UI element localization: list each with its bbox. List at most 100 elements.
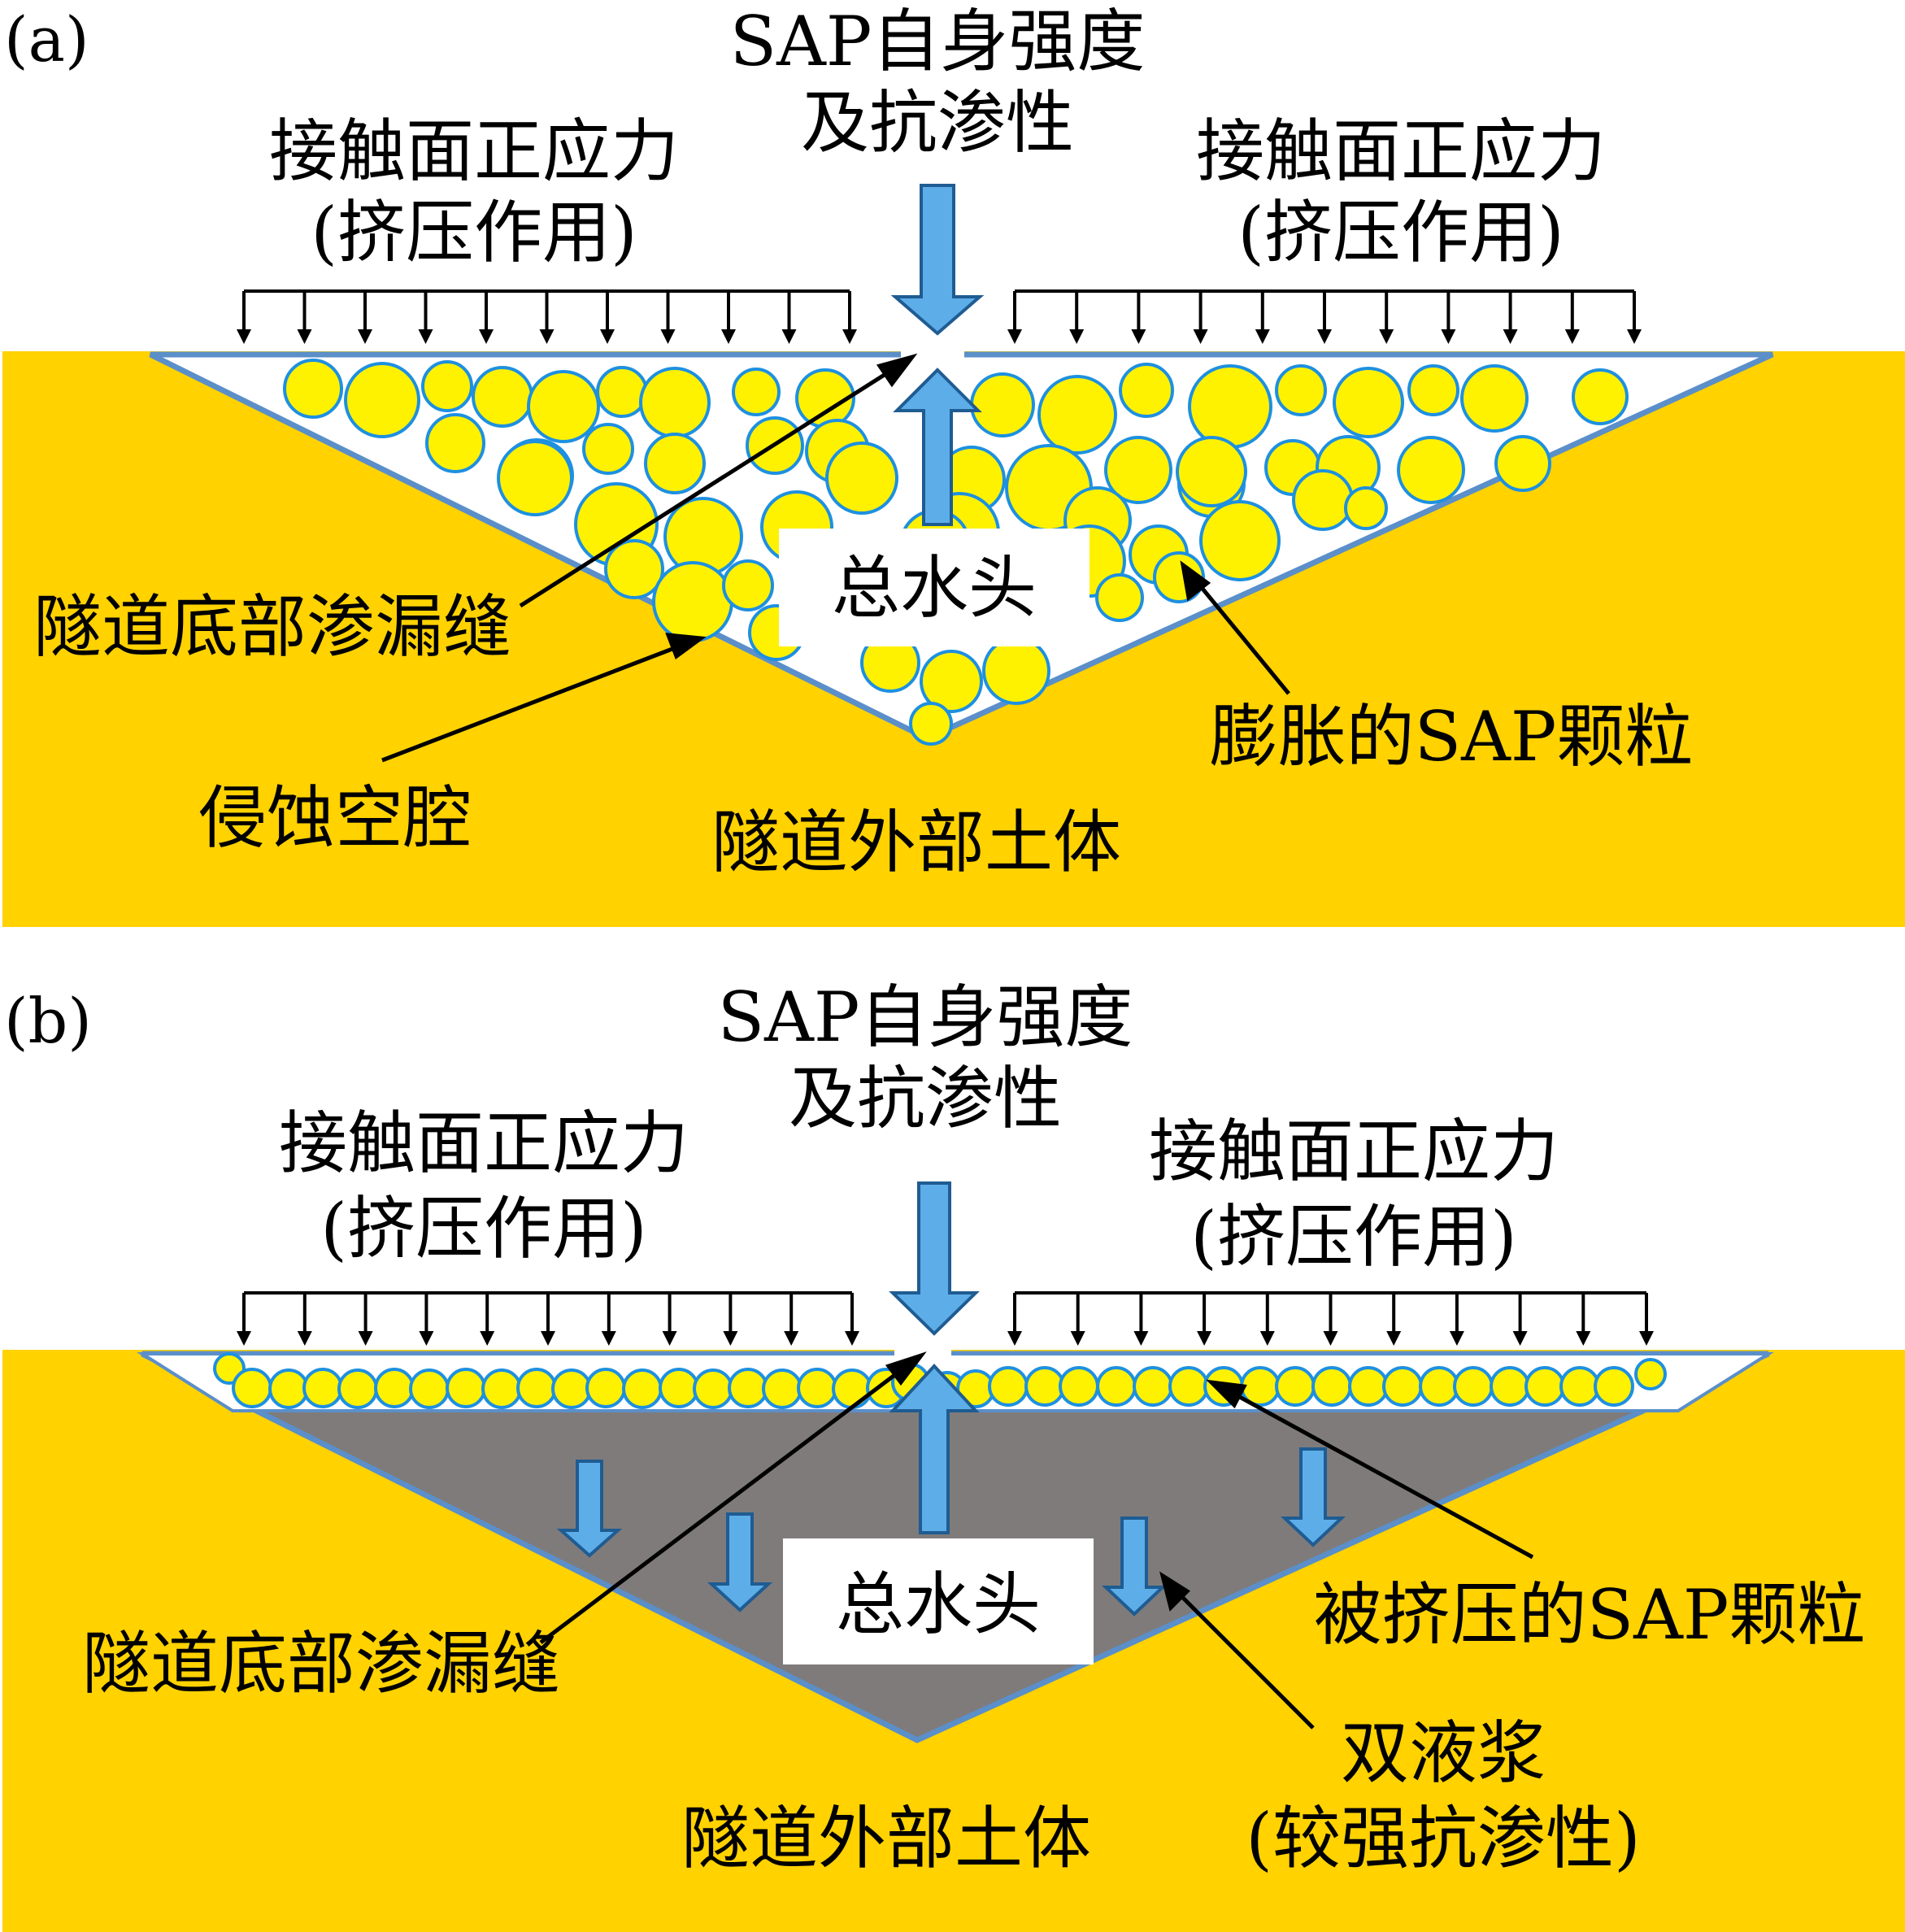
panel-b-left-stress-label-1: 接触面正应力 — [279, 1103, 689, 1183]
panel-a-particle-circle-icon — [1292, 469, 1354, 531]
panel-b-particle-circle-icon — [585, 1368, 626, 1408]
panel-b-left-down-arrow-head — [601, 1331, 616, 1346]
panel-a-particle-circle-icon — [421, 360, 473, 412]
panel-b-particle-circle-icon — [622, 1368, 663, 1409]
panel-b-grout-leader-head — [1159, 1571, 1190, 1612]
panel-b-particle-circle-icon — [1594, 1366, 1634, 1407]
panel-b-particle-circle-icon — [409, 1368, 450, 1409]
panel-b-particle-circle-icon — [797, 1368, 837, 1408]
panel-a-tag: (a) — [4, 3, 89, 76]
panel-a-particle-circle-icon — [1199, 500, 1281, 581]
panel-a-particle-circle-icon — [652, 561, 733, 642]
panel-a-particle-circle-icon — [527, 370, 600, 443]
panel-a-left-down-arrow-head — [418, 329, 433, 344]
panel-b-grout-label-1: 双液浆 — [1341, 1713, 1546, 1793]
panel-a-particle-circle-icon — [1275, 364, 1327, 416]
panel-a-particle-circle-icon — [283, 359, 343, 419]
panel-b-particle-circle-icon — [1096, 1366, 1137, 1407]
panel-b-particle-circle-icon — [337, 1368, 378, 1409]
panel-a-particle-circle-icon — [1494, 435, 1551, 492]
panel-b-particle-circle-icon — [1524, 1366, 1565, 1407]
panel-a-particle-circle-icon — [1460, 364, 1529, 433]
panel-b-particles-label: 被挤压的SAP颗粒 — [1314, 1575, 1866, 1655]
panel-a-top-label-2: 及抗渗性 — [801, 83, 1074, 163]
panel-b-particle-circle-icon — [551, 1368, 592, 1409]
panel-b-particle-circle-icon — [516, 1368, 557, 1408]
panel-a-left-down-arrow-head — [781, 329, 797, 344]
panel-b-particle-circle-icon — [1133, 1366, 1173, 1407]
panel-b-particle-circle-icon — [1024, 1366, 1065, 1407]
panel-b-top-label-2: 及抗渗性 — [789, 1059, 1062, 1138]
panel-b-crack-leader — [539, 1364, 908, 1644]
panel-b-particle-circle-icon — [481, 1368, 522, 1409]
panel-a-particle-circle-icon — [1188, 364, 1272, 449]
panel-a-particle-circle-icon — [604, 539, 664, 599]
panel-b-seepage-arrow-icon-1 — [556, 1460, 623, 1558]
panel-a-left-down-arrow-head — [721, 329, 736, 344]
panel-b-right-down-arrow-head — [1070, 1331, 1085, 1346]
panel-b-particle-circle-icon — [1559, 1366, 1600, 1407]
panel-b-right-stress-arrows — [1007, 1291, 1654, 1346]
panel-a-particle-circle-icon — [1407, 364, 1459, 416]
panel-a-particle-circle-icon — [1095, 573, 1144, 622]
panel-b-soil-label: 隧道外部土体 — [681, 1799, 1091, 1878]
panel-a-crack-gap — [901, 348, 964, 361]
panel-a-cavity-leader — [381, 642, 684, 763]
panel-a-right-stress-label-2: (挤压作用) — [1237, 193, 1564, 272]
panel-b-right-down-arrow-head — [1259, 1331, 1275, 1346]
panel-a-crack-leader-head — [876, 353, 918, 388]
panel-b-left-stress-arrows — [237, 1291, 859, 1346]
panel-a-right-stress-label-1: 接触面正应力 — [1196, 111, 1606, 191]
panel-b-tag: (b) — [4, 985, 92, 1057]
panel-b-particle-circle-icon — [1059, 1366, 1099, 1407]
panel-a-left-down-arrow-head — [297, 329, 312, 344]
panel-a-right-stress-arrows — [1007, 289, 1642, 344]
panel-a-top-label-1: SAP自身强度 — [730, 2, 1146, 81]
panel-a-left-stress-label-1: 接触面正应力 — [269, 111, 679, 191]
panel-b-water-head-arrow-icon — [889, 1364, 980, 1534]
panel-a-particle-circle-icon — [970, 372, 1035, 437]
panel-b-right-stress-label-1: 接触面正应力 — [1149, 1112, 1559, 1191]
panel-b-seepage-arrows — [556, 1447, 1346, 1617]
panel-b-particle-circle-icon — [1419, 1366, 1459, 1407]
panel-b-particle-circle-icon — [1453, 1366, 1494, 1407]
panel-a-crack-label: 隧道底部渗漏缝 — [33, 587, 511, 667]
panel-b-right-down-arrow-head — [1576, 1331, 1591, 1346]
panel-b-left-down-arrow-head — [845, 1331, 859, 1346]
panel-a-right-down-arrow-head — [1193, 329, 1208, 344]
panel-a-particle-circle-icon — [1037, 375, 1117, 455]
panel-a-particle-circle-icon — [582, 423, 634, 475]
panel-a-left-down-arrow-head — [479, 329, 494, 344]
panel-a-particle-circle-icon — [982, 637, 1050, 705]
panel-b-left-down-arrow-head — [784, 1331, 799, 1346]
panel-a-particle-circle-icon — [1572, 368, 1629, 425]
panel-b-water-head-box — [783, 1538, 1094, 1664]
panel-b-sap-particles — [213, 1352, 1667, 1410]
panel-a-particle-circle-icon — [639, 367, 711, 438]
panel-a-particle-leader-head — [1180, 560, 1211, 602]
panel-a-cavity-leader-head — [665, 633, 707, 659]
panel-b-particle-circle-icon — [659, 1368, 699, 1408]
panel-b-left-down-arrow-head — [541, 1331, 555, 1346]
panel-a-right-down-arrow-head — [1564, 329, 1580, 344]
panel-a-left-down-arrow-head — [237, 329, 251, 344]
panel-a-right-down-arrow-head — [1441, 329, 1456, 344]
panel-a-left-down-arrow-head — [358, 329, 372, 344]
panel-a-particle-circle-icon — [644, 433, 706, 494]
panel-b-right-down-arrow-head — [1007, 1331, 1022, 1346]
panel-b-particle-circle-icon — [1275, 1366, 1316, 1407]
panel-b-top-label-1: SAP自身强度 — [718, 977, 1133, 1057]
panel-a-strength-arrow-icon — [890, 184, 985, 336]
panel-a-right-down-arrow-head — [1255, 329, 1270, 344]
panel-a-particle-circle-icon — [596, 366, 648, 418]
panel-a-right-down-arrow-head — [1007, 329, 1022, 344]
panel-b-crack-label: 隧道底部渗漏缝 — [82, 1624, 560, 1704]
panel-b-particle-circle-icon — [762, 1368, 802, 1409]
panel-b-particle-leader — [1226, 1388, 1534, 1560]
panel-b-seepage-arrow-icon-4 — [1280, 1447, 1346, 1547]
panel-b-water-head-label: 总水头 — [836, 1564, 1041, 1644]
panel-a-particle-circle-icon — [497, 440, 573, 516]
panel-a-leader-lines — [381, 353, 1290, 763]
panel-b-left-down-arrow-head — [662, 1331, 677, 1346]
